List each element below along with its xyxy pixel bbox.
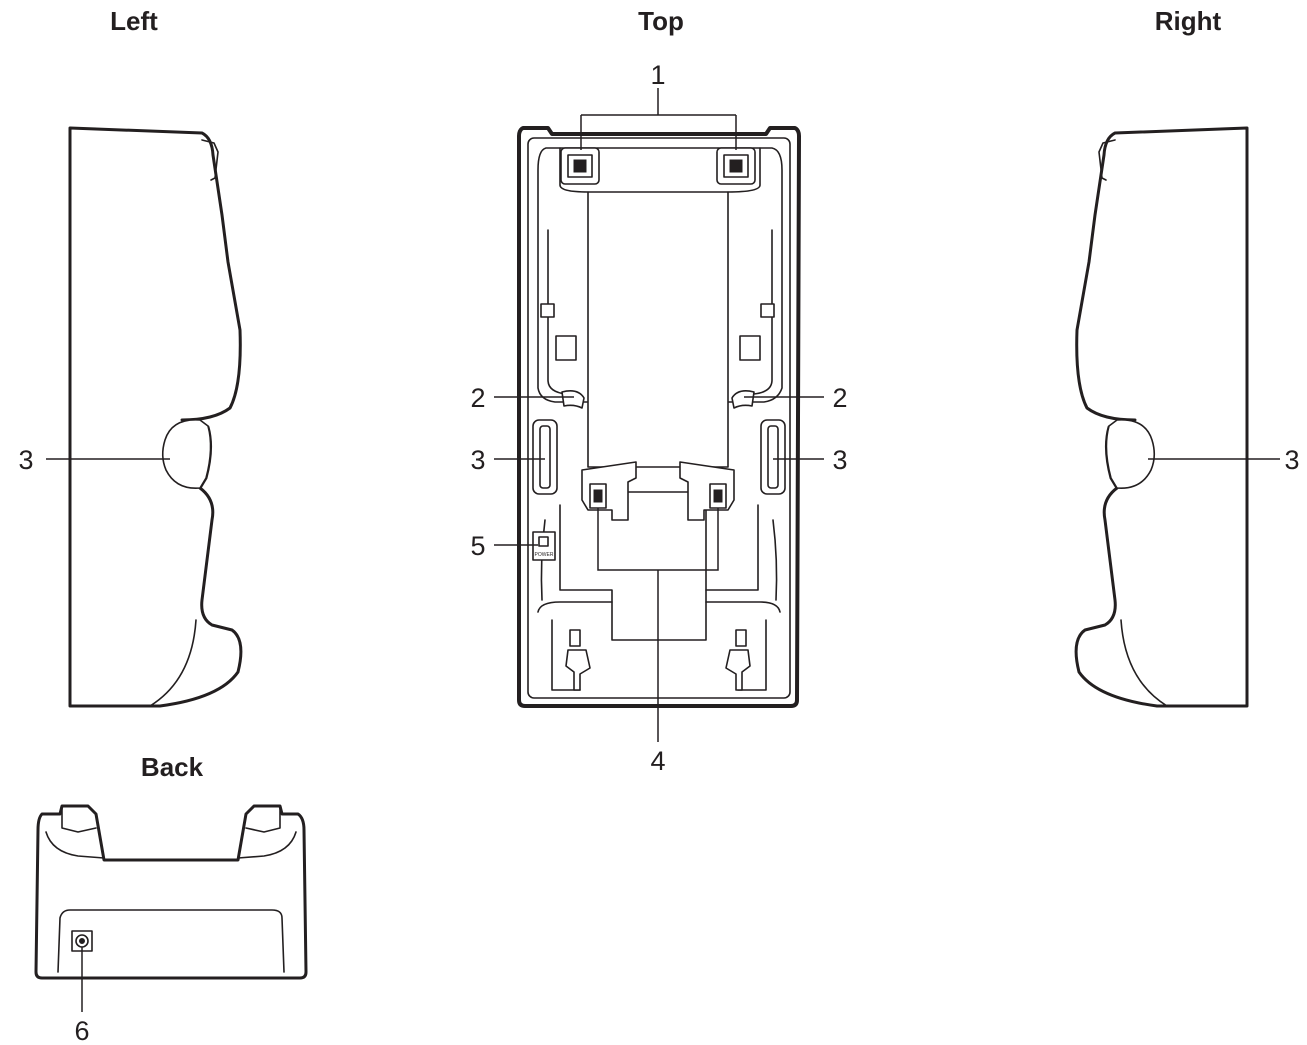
top-view-rib-r [753,229,773,395]
right-side-view [1074,126,1249,708]
top-terminal-right [716,147,756,185]
callout-1: 1 [650,60,665,90]
callout-3-top-left: 3 [470,445,485,475]
left-view-body [68,126,243,708]
top-view-tray-line-l [559,147,589,193]
top-view-hole-l2 [555,335,577,361]
top-contact-right [679,461,735,521]
back-view [34,804,308,980]
top-view-title: Top [638,6,684,36]
back-view-shoulder-left [45,831,105,859]
leader-1 [580,88,737,150]
left-view-foot-line [149,619,197,707]
top-latch-left [561,390,585,409]
left-view-clip [201,139,219,181]
top-grip-right [760,419,786,495]
callout-5: 5 [470,531,485,561]
top-contact-left [581,461,637,521]
top-view-hole-l1 [540,303,555,318]
top-hook-right [725,629,751,691]
top-view-floor-r [737,619,767,691]
power-label: POWER [535,552,554,558]
right-view-finger-grip [1105,419,1156,489]
top-hook-left [565,629,591,691]
back-view-shoulder-right [237,831,297,859]
top-grip-left [532,419,558,495]
top-view-lower-outline [537,601,781,613]
top-view: POWER [517,126,801,708]
top-view-floor-l [551,619,581,691]
right-view-foot-line [1120,619,1168,707]
top-terminal-left [560,147,600,185]
top-view-hole-r2 [739,335,761,361]
back-view-clip-left [61,807,97,833]
right-view-body [1074,126,1249,708]
back-view-body [34,804,308,980]
callout-4: 4 [650,746,665,776]
callout-3-right-view: 3 [1284,445,1299,475]
right-view-title: Right [1155,6,1222,36]
leader-lines [46,88,1280,1012]
callout-2-left: 2 [470,383,485,413]
back-view-clip-right [245,807,281,833]
power-indicator: POWER [532,531,556,561]
leader-4 [597,508,719,742]
callout-6: 6 [74,1016,89,1045]
top-view-hole-r1 [760,303,775,318]
top-latch-right [731,390,755,409]
dc-power-jack [71,930,93,952]
left-side-view [68,126,243,708]
top-view-upper-tray [537,147,783,403]
callout-2-right: 2 [832,383,847,413]
left-view-title: Left [110,6,158,36]
left-view-finger-grip [161,419,212,489]
right-view-clip [1098,139,1116,181]
top-view-lower-arc-r [772,519,778,601]
back-view-title: Back [141,752,204,782]
callout-3-top-right: 3 [832,445,847,475]
callout-3-left-view: 3 [18,445,33,475]
back-view-recess [57,909,285,973]
top-view-tray-line-r [727,147,761,193]
top-view-inner-edge [527,137,791,699]
top-view-lower-tray [559,504,759,641]
top-view-center-panel [587,191,729,468]
